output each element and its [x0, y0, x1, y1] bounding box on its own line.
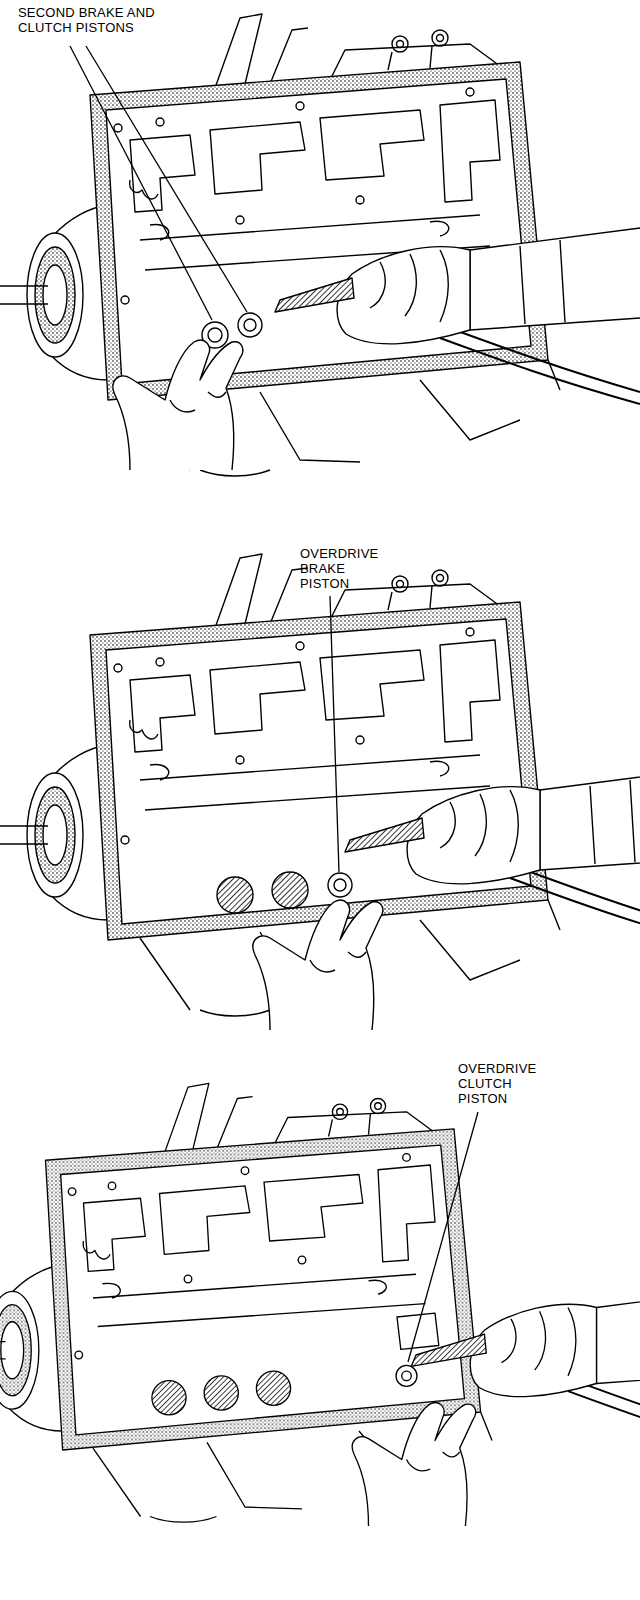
- label-slot: SECOND BRAKE AND CLUTCH PISTONS: [18, 6, 168, 36]
- label-slot: OVERDRIVE BRAKE PISTON: [300, 547, 384, 592]
- leader-lines: [70, 46, 478, 1362]
- panel-overdrive-clutch: [0, 1083, 640, 1526]
- panel-second-brake: [0, 14, 640, 476]
- part-label: OVERDRIVE BRAKE PISTON: [300, 547, 384, 592]
- leader-line: [70, 46, 212, 320]
- part-label: SECOND BRAKE AND CLUTCH PISTONS: [18, 6, 168, 36]
- leader-line: [330, 596, 339, 872]
- leader-line: [86, 46, 247, 312]
- leader-line: [408, 1112, 478, 1362]
- label-slot: OVERDRIVE CLUTCH PISTON: [458, 1062, 542, 1107]
- part-label: OVERDRIVE CLUTCH PISTON: [458, 1062, 542, 1107]
- panel-overdrive-brake: [0, 554, 640, 1030]
